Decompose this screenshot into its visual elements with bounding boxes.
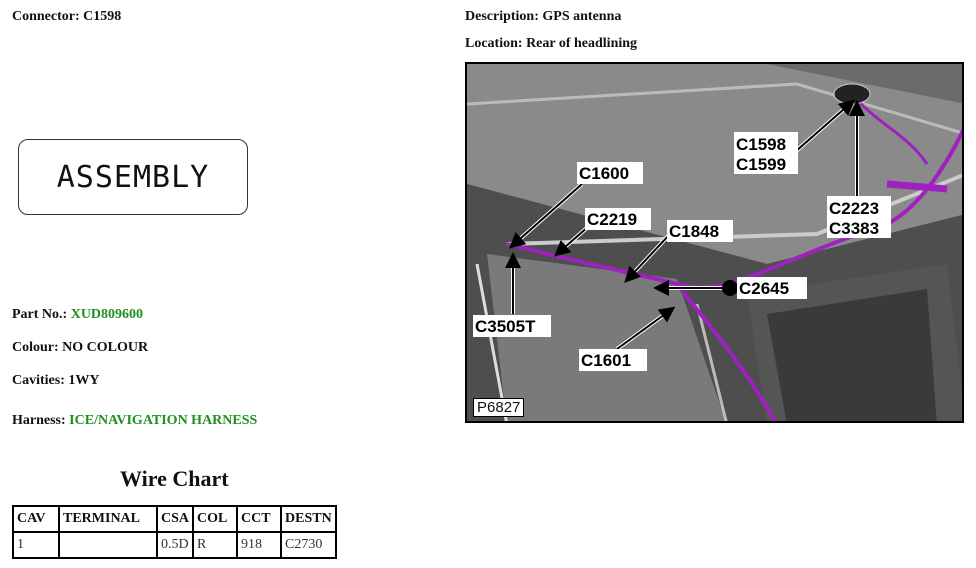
callout-c1598: C1598 <box>736 135 786 154</box>
harness-label: Harness: <box>12 413 66 428</box>
location-value: Rear of headlining <box>526 36 638 51</box>
callout-c1600: C1600 <box>579 164 629 183</box>
description-line: Description: GPS antenna <box>465 9 621 25</box>
cell-destn[interactable]: C2730 <box>280 531 337 559</box>
header-col: COL <box>192 505 239 533</box>
location-illustration: C1598 C1599 C2223 C3383 C1600 C2219 C184… <box>467 64 962 421</box>
header-destn: DESTN <box>280 505 337 533</box>
cell-terminal <box>58 531 158 559</box>
harness-line: Harness: ICE/NAVIGATION HARNESS <box>12 413 257 429</box>
cell-cav: 1 <box>12 531 60 559</box>
cell-col: R <box>192 531 239 559</box>
header-csa: CSA <box>155 505 195 533</box>
wire-chart-title: Wire Chart <box>120 466 229 491</box>
description-label: Description: <box>465 9 539 24</box>
header-cav: CAV <box>12 505 60 533</box>
connector-label: Connector: <box>12 9 80 24</box>
assembly-text: ASSEMBLY <box>56 159 210 195</box>
colour-value: NO COLOUR <box>62 340 149 355</box>
wire-table-header-row: CAV TERMINAL CSA COL CCT DESTN <box>12 505 337 533</box>
location-label: Location: <box>465 36 523 51</box>
colour-label: Colour: <box>12 340 59 355</box>
cavities-label: Cavities: <box>12 373 65 388</box>
location-line: Location: Rear of headlining <box>465 36 637 52</box>
wire-chart-table: CAV TERMINAL CSA COL CCT DESTN 1 0.5D R … <box>12 505 337 559</box>
callout-c2219: C2219 <box>587 210 637 229</box>
description-value: GPS antenna <box>542 9 622 24</box>
callout-c3383: C3383 <box>829 219 879 238</box>
assembly-image-placeholder: ASSEMBLY <box>18 139 248 215</box>
cavities-line: Cavities: 1WY <box>12 373 100 389</box>
harness-link[interactable]: ICE/NAVIGATION HARNESS <box>69 413 258 428</box>
header-terminal: TERMINAL <box>58 505 158 533</box>
photo-reference-code: P6827 <box>473 398 525 417</box>
connector-value: C1598 <box>83 9 122 24</box>
part-no-link[interactable]: XUD809600 <box>70 307 144 322</box>
callout-c2223: C2223 <box>829 199 879 218</box>
callout-c1599: C1599 <box>736 155 786 174</box>
part-no-line: Part No.: XUD809600 <box>12 307 143 323</box>
colour-line: Colour: NO COLOUR <box>12 340 148 356</box>
c2645-dot-icon <box>722 280 738 296</box>
cell-csa: 0.5D <box>155 531 195 559</box>
callout-c2645: C2645 <box>739 279 789 298</box>
cell-cct: 918 <box>236 531 283 559</box>
location-photo: C1598 C1599 C2223 C3383 C1600 C2219 C184… <box>465 62 964 423</box>
antenna-mount <box>833 83 871 105</box>
callout-c1601: C1601 <box>581 351 631 370</box>
callout-c3505t: C3505T <box>475 317 536 336</box>
callout-c1848: C1848 <box>669 222 719 241</box>
connector-line: Connector: C1598 <box>12 9 121 25</box>
part-no-label: Part No.: <box>12 307 68 322</box>
cavities-value: 1WY <box>68 373 100 388</box>
header-cct: CCT <box>236 505 283 533</box>
table-row: 1 0.5D R 918 C2730 <box>12 531 337 559</box>
